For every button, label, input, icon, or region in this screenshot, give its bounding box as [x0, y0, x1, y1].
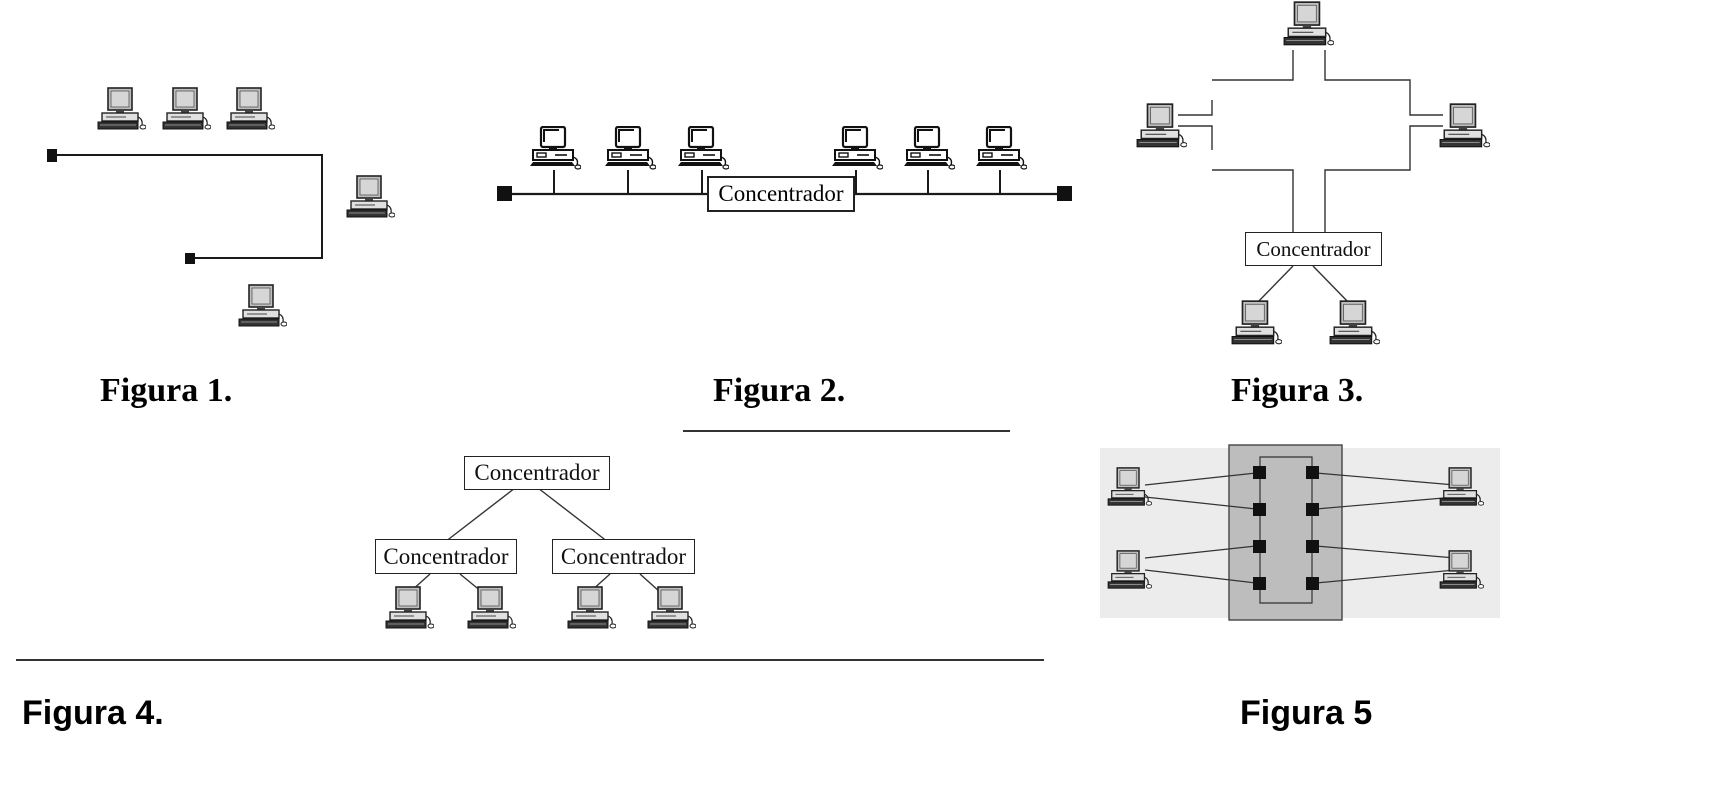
- port-icon: [1253, 466, 1266, 479]
- computer-icon: [467, 586, 516, 629]
- divider-line: [16, 659, 1044, 661]
- terminator-icon: [1057, 186, 1072, 201]
- caption-figura-3: Figura 3.: [1231, 372, 1364, 409]
- ring-device: [1228, 444, 1343, 621]
- computer-icon: [1283, 1, 1334, 46]
- computer-icon: [647, 586, 696, 629]
- port-icon: [1306, 540, 1319, 553]
- hub-box: Concentrador: [707, 176, 855, 212]
- divider-line: [683, 430, 1010, 432]
- hub-box-root: Concentrador: [464, 456, 610, 490]
- figure-2: Concentrador: [490, 110, 1090, 230]
- hub-box: Concentrador: [1245, 232, 1382, 266]
- figure-4: Concentrador Concentrador Concentrador: [370, 450, 710, 640]
- port-icon: [1306, 503, 1319, 516]
- figure-3: Concentrador: [1130, 0, 1500, 360]
- computer-icon: [902, 126, 955, 170]
- computer-icon: [162, 87, 211, 130]
- caption-figura-5: Figura 5: [1240, 694, 1373, 732]
- computer-icon: [226, 87, 275, 130]
- computer-icon: [1439, 103, 1490, 148]
- computer-icon: [567, 586, 616, 629]
- bus-cable: [53, 154, 323, 259]
- computer-icon: [1329, 300, 1380, 345]
- figure-1: [0, 0, 450, 360]
- computer-icon: [528, 126, 581, 170]
- computer-icon: [385, 586, 434, 629]
- caption-figura-4: Figura 4.: [22, 694, 164, 732]
- hub-box-left: Concentrador: [375, 539, 517, 574]
- computer-icon: [1231, 300, 1282, 345]
- figure-5: [1100, 444, 1500, 621]
- terminator-icon: [47, 149, 57, 162]
- hub-box-right: Concentrador: [552, 539, 695, 574]
- computer-icon: [346, 175, 395, 218]
- computer-icon: [974, 126, 1027, 170]
- port-icon: [1306, 466, 1319, 479]
- port-icon: [1253, 577, 1266, 590]
- port-icon: [1253, 503, 1266, 516]
- computer-icon: [238, 284, 287, 327]
- computer-icon: [97, 87, 146, 130]
- computer-icon: [603, 126, 656, 170]
- caption-figura-2: Figura 2.: [713, 372, 846, 409]
- terminator-icon: [185, 253, 195, 264]
- computer-icon: [676, 126, 729, 170]
- terminator-icon: [497, 186, 512, 201]
- port-icon: [1253, 540, 1266, 553]
- computer-icon: [830, 126, 883, 170]
- port-icon: [1306, 577, 1319, 590]
- caption-figura-1: Figura 1.: [100, 372, 233, 409]
